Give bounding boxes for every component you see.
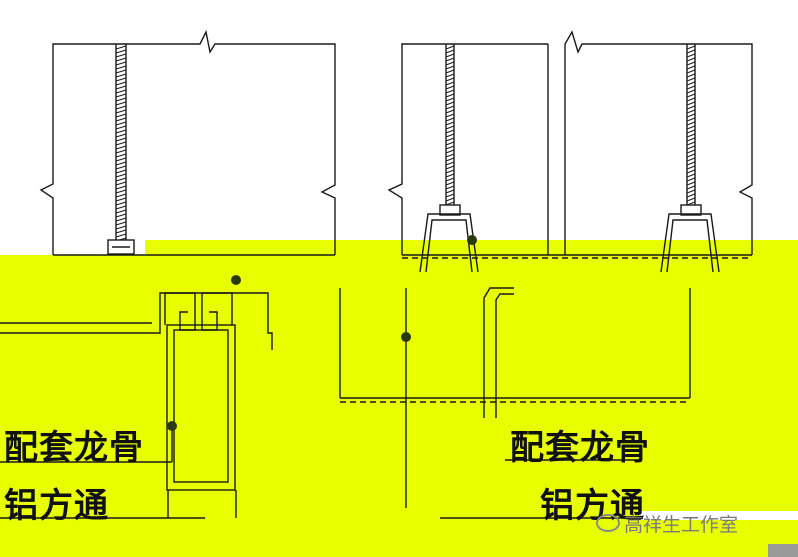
watermark-text: 高祥生工作室 (624, 514, 739, 536)
left-keel-profile (0, 292, 273, 350)
node-dots (167, 235, 477, 431)
hanger-bracket-2 (660, 204, 720, 273)
wechat-icon (596, 514, 620, 532)
left-tube-label: 铝方通 (4, 486, 109, 526)
node-dot-1 (231, 275, 241, 285)
watermark: 高祥生工作室 (596, 510, 738, 537)
node-dot-2 (467, 235, 477, 245)
right-keel-label: 配套龙骨 (510, 428, 650, 468)
left-aluminium-tube (120, 324, 237, 519)
node-dot-4 (167, 421, 177, 431)
left-threaded-rod (107, 44, 135, 255)
left-concrete-slab (39, 29, 336, 256)
right-threaded-rod-2 (686, 44, 696, 206)
right-concrete-slab (387, 30, 753, 256)
right-tube-label: 铝方通 (540, 486, 645, 526)
corner-block (768, 544, 798, 557)
left-leader-lines (0, 426, 173, 519)
right-tube-section (339, 287, 691, 418)
left-keel-label: 配套龙骨 (4, 428, 144, 468)
right-threaded-rod-1 (445, 44, 455, 206)
node-dot-3 (401, 332, 411, 342)
